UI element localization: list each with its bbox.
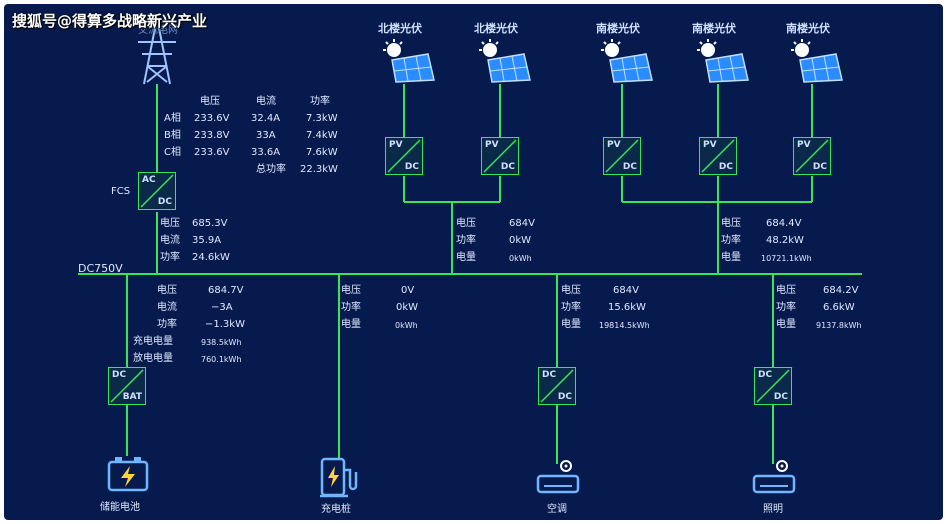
pv-north-energy-value: 0kWh — [509, 254, 532, 263]
lighting-caption: 照明 — [763, 504, 783, 515]
pv-north-voltage-value: 684V — [509, 218, 535, 229]
fcs-current-label: 电流 — [160, 235, 180, 246]
total-power-value: 22.3kW — [300, 164, 338, 175]
solar-title-1: 北楼光伏 — [378, 22, 422, 35]
air-conditioner-icon[interactable] — [534, 458, 582, 500]
ac-header-power: 功率 — [310, 96, 330, 107]
aircon-energy-value: 19814.5kWh — [599, 321, 650, 330]
phase-b-current: 33A — [256, 130, 276, 141]
pv-south-energy-label: 电量 — [721, 252, 741, 263]
phase-b-power: 7.4kW — [306, 130, 338, 141]
bat-current-value: −3A — [211, 302, 233, 313]
aircon-power-value: 15.6kW — [608, 302, 646, 313]
ac-header-voltage: 电压 — [200, 96, 220, 107]
lighting-power-label: 功率 — [776, 302, 796, 313]
lighting-power-value: 6.6kW — [823, 302, 855, 313]
bat-charge-value: 938.5kWh — [201, 338, 242, 347]
lighting-voltage-label: 电压 — [776, 285, 796, 296]
bat-power-value: −1.3kW — [205, 319, 245, 330]
phase-a-current: 32.4A — [251, 113, 281, 124]
phase-c-current: 33.6A — [251, 147, 281, 158]
lighting-energy-value: 9137.8kWh — [816, 321, 862, 330]
fcs-power-value: 24.6kW — [192, 252, 230, 263]
transmission-tower-icon — [134, 20, 180, 90]
phase-a-voltage: 233.6V — [194, 113, 230, 124]
total-power-label: 总功率 — [256, 164, 286, 175]
pv-north-energy-label: 电量 — [456, 252, 476, 263]
pv-north-voltage-label: 电压 — [456, 218, 476, 229]
phase-c-power: 7.6kW — [306, 147, 338, 158]
fcs-power-label: 功率 — [160, 252, 180, 263]
charger-voltage-value: 0V — [401, 285, 415, 296]
pv-south-voltage-value: 684.4V — [766, 218, 802, 229]
phase-a-power: 7.3kW — [306, 113, 338, 124]
fcs-voltage-label: 电压 — [160, 218, 180, 229]
aircon-caption: 空调 — [547, 504, 567, 515]
fcs-current-value: 35.9A — [192, 235, 222, 246]
bus-label: DC750V — [78, 262, 123, 275]
charger-voltage-label: 电压 — [341, 285, 361, 296]
fcs-label: FCS — [111, 186, 131, 197]
bat-power-label: 功率 — [157, 319, 177, 330]
battery-caption: 储能电池 — [100, 502, 140, 513]
bat-voltage-value: 684.7V — [208, 285, 244, 296]
solar-panel-icon — [474, 38, 532, 88]
lighting-icon[interactable] — [750, 458, 798, 500]
solar-title-3: 南楼光伏 — [596, 22, 640, 35]
charger-energy-value: 0kWh — [395, 321, 418, 330]
phase-b-label: B相 — [164, 130, 181, 141]
charger-power-value: 0kW — [396, 302, 419, 313]
charger-energy-label: 电量 — [341, 319, 361, 330]
bat-voltage-label: 电压 — [157, 285, 177, 296]
solar-panel-icon — [378, 38, 436, 88]
aircon-voltage-label: 电压 — [561, 285, 581, 296]
aircon-power-label: 功率 — [561, 302, 581, 313]
pv-south-voltage-label: 电压 — [721, 218, 741, 229]
aircon-energy-label: 电量 — [561, 319, 581, 330]
phase-a-label: A相 — [164, 113, 181, 124]
ev-charger-icon[interactable] — [318, 456, 362, 502]
fcs-voltage-value: 685.3V — [192, 218, 228, 229]
bat-current-label: 电流 — [157, 302, 177, 313]
pv-south-power-value: 48.2kW — [766, 235, 804, 246]
solar-title-2: 北楼光伏 — [474, 22, 518, 35]
solar-panel-icon — [692, 38, 750, 88]
lighting-voltage-value: 684.2V — [823, 285, 859, 296]
pv-north-power-value: 0kW — [509, 235, 532, 246]
grid-label: 交流电网 — [138, 25, 178, 36]
solar-panel-icon — [786, 38, 844, 88]
phase-c-label: C相 — [164, 147, 181, 158]
lighting-energy-label: 电量 — [776, 319, 796, 330]
watermark: 搜狐号@得算多战略新兴产业 — [12, 12, 208, 30]
solar-title-5: 南楼光伏 — [786, 22, 830, 35]
charger-caption: 充电桩 — [321, 504, 351, 515]
phase-c-voltage: 233.6V — [194, 147, 230, 158]
ac-header-current: 电流 — [256, 96, 276, 107]
charger-power-label: 功率 — [341, 302, 361, 313]
wiring — [78, 84, 862, 464]
bat-charge-label: 充电电量 — [133, 336, 173, 347]
pv-north-power-label: 功率 — [456, 235, 476, 246]
solar-title-4: 南楼光伏 — [692, 22, 736, 35]
bat-discharge-value: 760.1kWh — [201, 355, 242, 364]
aircon-voltage-value: 684V — [613, 285, 639, 296]
solar-panel-icon — [596, 38, 654, 88]
bat-discharge-label: 放电电量 — [133, 353, 173, 364]
phase-b-voltage: 233.8V — [194, 130, 230, 141]
pv-south-energy-value: 10721.1kWh — [761, 254, 812, 263]
pv-south-power-label: 功率 — [721, 235, 741, 246]
battery-icon[interactable] — [106, 454, 150, 498]
